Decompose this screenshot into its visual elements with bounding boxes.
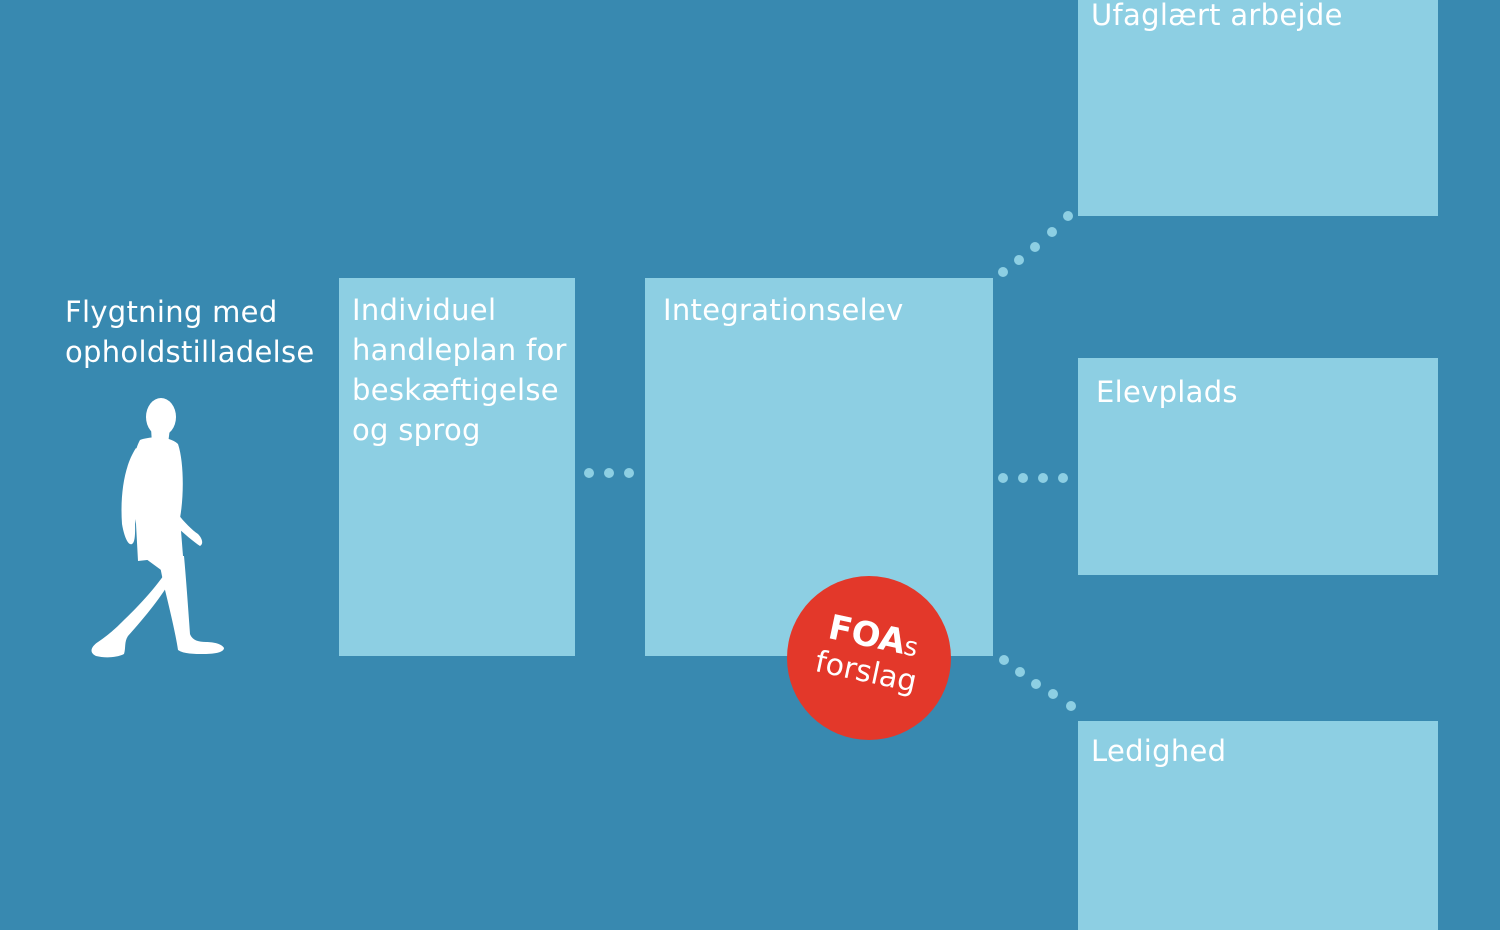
outcome-box-ledighed: Ledighed — [1078, 721, 1438, 930]
outcome-box-ufaglaert-arbejde: Ufaglært arbejde — [1078, 0, 1438, 216]
refugee-label: Flygtning med opholdstilladelse — [65, 295, 315, 369]
outcome-box-elevplads: Elevplads — [1078, 358, 1438, 575]
step-box-handleplan: Individuel handleplan for beskæftigelse … — [339, 278, 575, 656]
connector-integration-to-elevplads — [998, 473, 1068, 483]
connector-integration-to-ledighed — [999, 655, 1076, 711]
connector-integration-to-ufaglaert — [998, 211, 1073, 277]
step-label-handleplan: Individuel handleplan for beskæftigelse … — [352, 293, 567, 447]
outcome-label-elevplads: Elevplads — [1096, 375, 1238, 409]
outcome-label-ledighed: Ledighed — [1091, 734, 1227, 768]
step-label-integrationselev: Integrationselev — [663, 293, 904, 327]
connector-handleplan-to-integration — [584, 468, 634, 478]
walking-person-icon — [91, 398, 224, 658]
outcome-label-ufaglaert-arbejde: Ufaglært arbejde — [1091, 0, 1343, 32]
foas-forslag-badge: FOAs forslag — [787, 576, 951, 740]
